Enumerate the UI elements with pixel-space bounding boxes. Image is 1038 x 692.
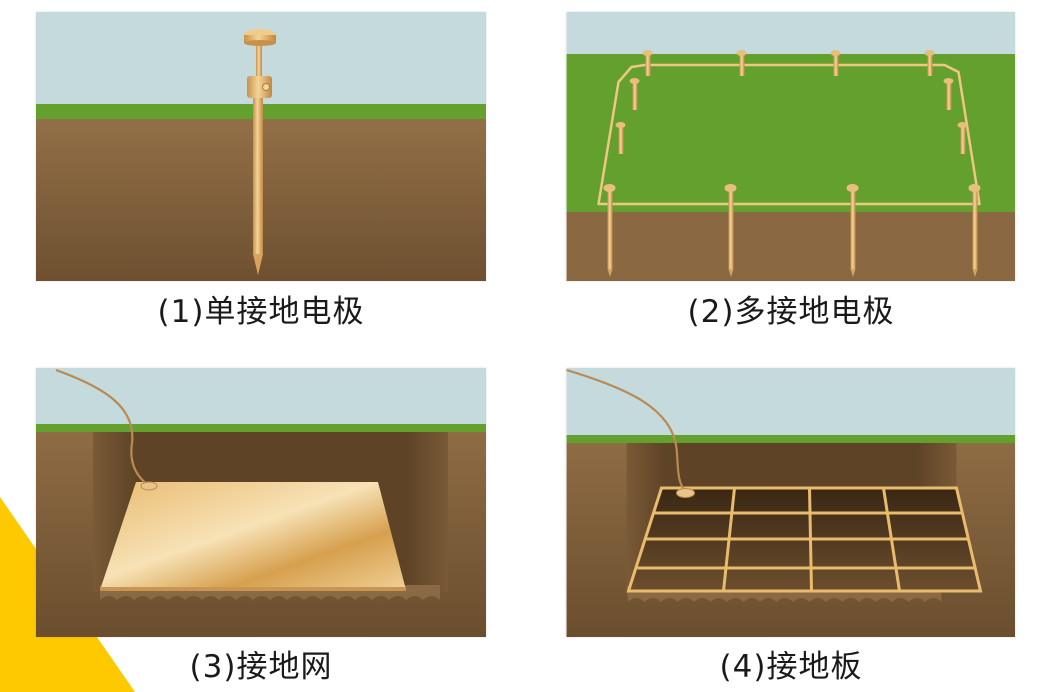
- panel-single-ground-electrode: [36, 12, 486, 281]
- ground-grid-icon: [626, 486, 983, 593]
- ground-rod-icon: [603, 50, 981, 277]
- ground-plate-icon: [100, 482, 406, 590]
- single-ground-rod-illustration: [36, 12, 486, 281]
- caption-ground-plate: (4)接地板: [719, 649, 863, 685]
- buried-ground-plate-illustration: [36, 368, 486, 637]
- buried-ground-grid-illustration: [566, 368, 1015, 637]
- caption-single-ground-electrode: (1)单接地电极: [157, 294, 365, 330]
- caption-multiple-ground-electrodes: (2)多接地电极: [687, 294, 895, 330]
- panel-multiple-ground-electrodes: [566, 12, 1015, 281]
- panel-ground-plate: [566, 368, 1015, 637]
- multiple-ground-rods-illustration: [566, 12, 1015, 281]
- panel-ground-net: [36, 368, 486, 637]
- ground-wire-icon: [55, 368, 149, 486]
- ground-rod-icon: [244, 29, 276, 275]
- caption-ground-net: (3)接地网: [189, 649, 333, 685]
- ground-wire-icon: [566, 368, 688, 493]
